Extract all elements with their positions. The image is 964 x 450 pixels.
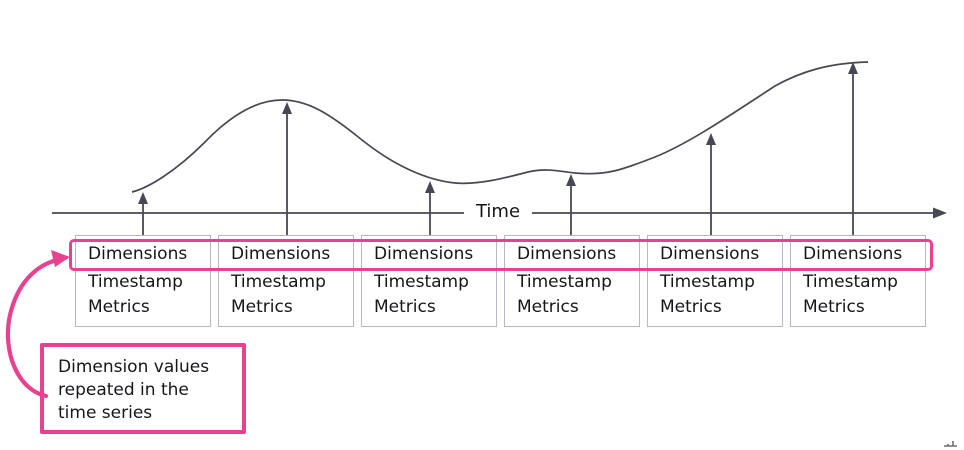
callout-box: Dimension values repeated in the time se… <box>40 343 246 434</box>
record-field-dimensions: Dimensions <box>803 243 903 264</box>
record-field-metrics: Metrics <box>517 297 579 317</box>
time-series-curve <box>131 61 869 193</box>
record-field-timestamp: Timestamp <box>374 272 469 292</box>
record-field-timestamp: Timestamp <box>88 272 183 292</box>
record-field-metrics: Metrics <box>803 297 865 317</box>
record-field-timestamp: Timestamp <box>660 272 755 292</box>
data-point-arrow-3 <box>425 181 435 236</box>
arrowhead-icon <box>138 192 148 204</box>
arrowhead-icon <box>848 62 858 74</box>
record-box: Dimensions Timestamp Metrics <box>647 235 783 327</box>
record-field-dimensions: Dimensions <box>517 243 617 264</box>
arrowhead-icon <box>706 133 716 145</box>
arrowhead-icon <box>425 181 435 193</box>
data-point-arrow-4 <box>566 174 576 236</box>
record-field-metrics: Metrics <box>660 297 722 317</box>
record-field-dimensions: Dimensions <box>660 243 760 264</box>
record-box: Dimensions Timestamp Metrics <box>218 235 354 327</box>
callout-text-line: Dimension values <box>58 357 210 377</box>
time-axis-label: Time <box>468 201 528 223</box>
record-field-metrics: Metrics <box>231 297 293 317</box>
time-axis <box>52 207 947 219</box>
data-point-arrow-6 <box>848 62 858 236</box>
record-field-dimensions: Dimensions <box>374 243 474 264</box>
axis-arrowhead-icon <box>933 207 947 219</box>
callout-text-line: repeated in the <box>58 380 189 400</box>
data-point-arrow-5 <box>706 133 716 236</box>
record-field-metrics: Metrics <box>88 297 150 317</box>
data-point-arrow-1 <box>138 192 148 236</box>
record-box: Dimensions Timestamp Metrics <box>75 235 211 327</box>
corner-artifact <box>944 441 957 447</box>
record-field-metrics: Metrics <box>374 297 436 317</box>
data-point-arrow-2 <box>282 102 292 236</box>
callout-text-line: time series <box>58 403 153 423</box>
record-box: Dimensions Timestamp Metrics <box>504 235 640 327</box>
record-field-dimensions: Dimensions <box>88 243 188 264</box>
record-field-timestamp: Timestamp <box>803 272 898 292</box>
record-field-timestamp: Timestamp <box>231 272 326 292</box>
record-box: Dimensions Timestamp Metrics <box>790 235 926 327</box>
record-field-timestamp: Timestamp <box>517 272 612 292</box>
record-box: Dimensions Timestamp Metrics <box>361 235 497 327</box>
record-boxes-row: Dimensions Timestamp Metrics Dimensions … <box>75 235 926 327</box>
arrowhead-icon <box>282 102 292 114</box>
record-field-dimensions: Dimensions <box>231 243 331 264</box>
arrowhead-icon <box>566 174 576 186</box>
